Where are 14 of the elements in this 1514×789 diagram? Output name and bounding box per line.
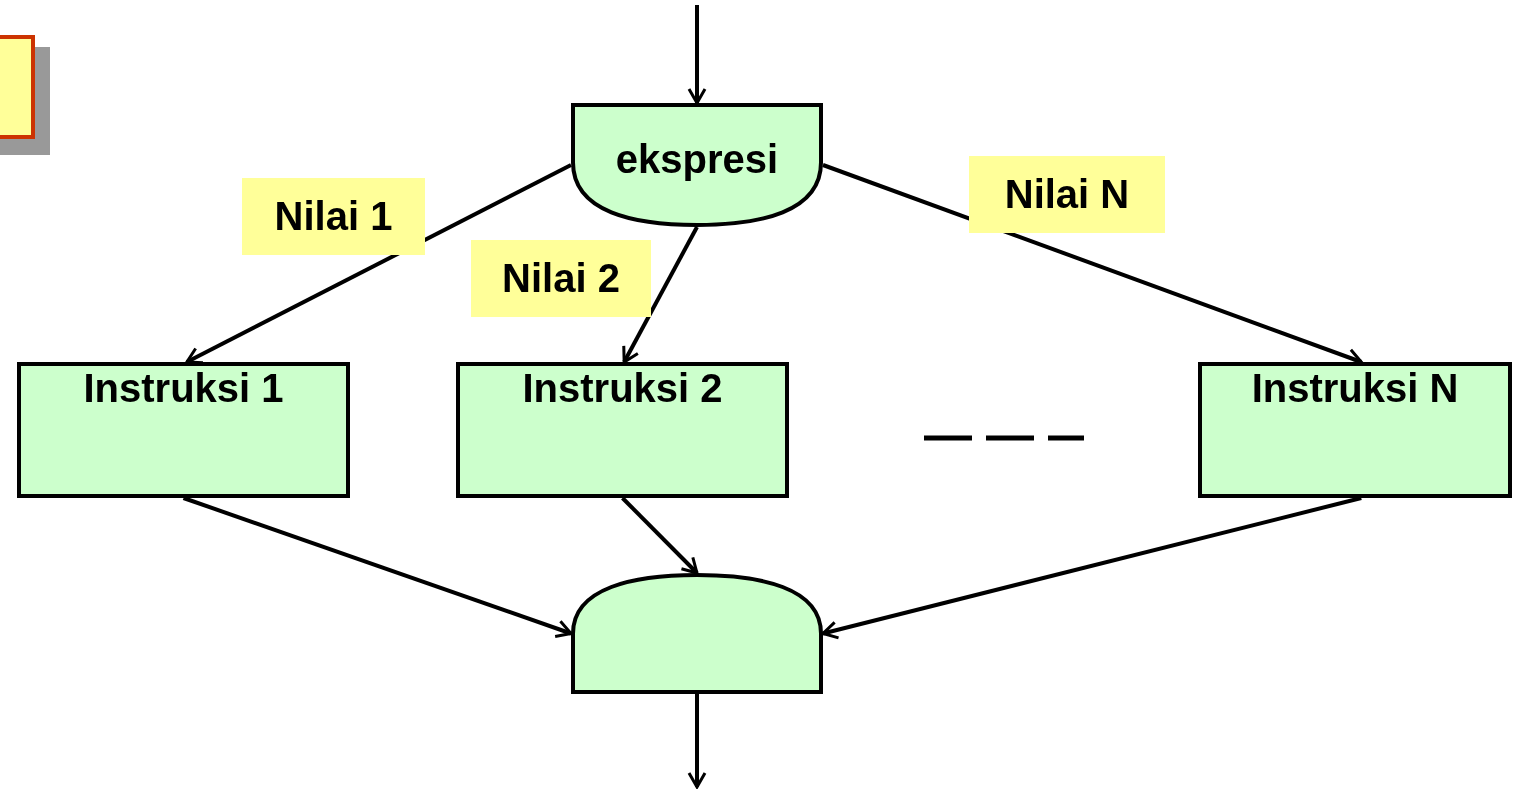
arrow — [821, 496, 1362, 640]
arrow — [185, 163, 572, 365]
node-label: Instruksi 2 — [522, 366, 723, 410]
edge-label: Nilai N — [969, 156, 1165, 233]
edge-label: Nilai 2 — [471, 240, 651, 317]
arrow — [622, 226, 699, 364]
arrow — [621, 496, 699, 575]
edge-label: Nilai 1 — [242, 178, 425, 255]
arrow — [687, 694, 707, 789]
node-label: Instruksi 1 — [83, 366, 284, 410]
arrow — [182, 496, 573, 638]
arrow — [687, 5, 707, 105]
node-label: ekspresi — [615, 137, 779, 181]
node-label: Instruksi N — [1251, 366, 1459, 410]
